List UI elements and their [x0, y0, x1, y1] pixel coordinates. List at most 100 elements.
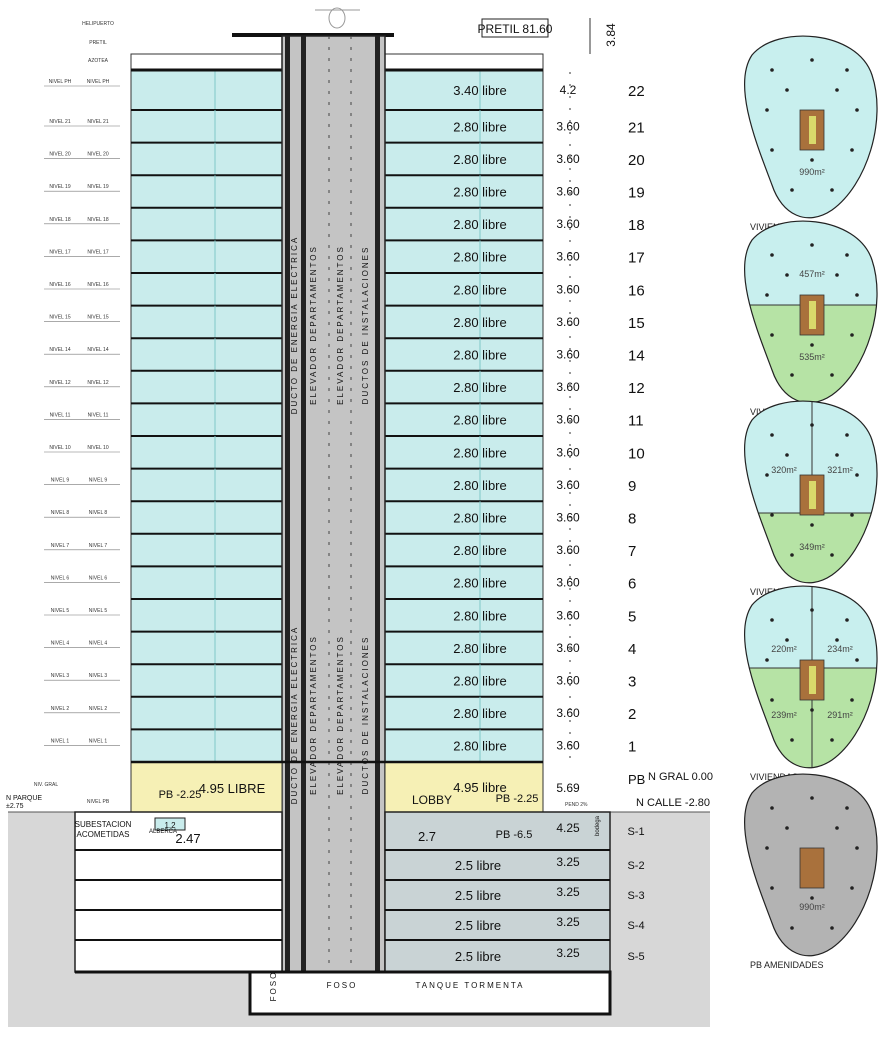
left-level-label-2: NIVEL 17 — [87, 249, 108, 255]
left-level-label-2: NIVEL 3 — [89, 673, 108, 679]
plan-column-dot — [835, 826, 839, 830]
ground-left-label: 4.95 LIBRE — [199, 781, 266, 796]
level-clear-height: 2.80 libre — [453, 674, 506, 689]
plan-column-dot — [785, 453, 789, 457]
plan-column-dot — [810, 158, 814, 162]
level-number: 21 — [628, 119, 645, 136]
plan-column-dot — [790, 926, 794, 930]
level-clear-height: 2.80 libre — [453, 152, 506, 167]
plan-column-dot — [830, 373, 834, 377]
level-clear-height: 2.80 libre — [453, 250, 506, 265]
level-clear-height: 2.80 libre — [453, 478, 506, 493]
ncalle-label: N CALLE -2.80 — [636, 797, 710, 809]
left-level-label-2: NIVEL 10 — [87, 445, 108, 451]
plan-area-label: 321m² — [827, 465, 853, 475]
level-floor-height: 3.60 — [556, 152, 580, 166]
ground-pb-right: PB -2.25 — [496, 793, 539, 805]
pend-label: PEND 2% — [565, 802, 588, 808]
plan-column-dot — [770, 333, 774, 337]
plan-column-dot — [770, 618, 774, 622]
basement-clear-height: 2.5 libre — [455, 858, 501, 873]
plan-caption: VIVIENDAS — [750, 772, 798, 782]
plan-column-dot — [850, 886, 854, 890]
left-level-label-2: NIVEL 19 — [87, 184, 108, 190]
pretil-box — [481, 18, 549, 38]
plan-column-dot — [835, 88, 839, 92]
level-floor-height: 3.60 — [556, 413, 580, 427]
top-label-heliport: HELIPUERTO — [82, 21, 114, 27]
level-number: 5 — [628, 608, 636, 625]
left-level-label-2: NIVEL 12 — [87, 380, 108, 386]
ground-left — [8, 812, 75, 982]
plan-core-stair — [809, 481, 816, 509]
plan-column-dot — [765, 473, 769, 477]
level-number: 7 — [628, 543, 636, 560]
plan-column-dot — [785, 88, 789, 92]
floor-plan-1: 990m²VIVIENDAS — [743, 35, 878, 232]
plan-column-dot — [770, 433, 774, 437]
left-level-label: NIVEL 1 — [51, 738, 70, 744]
left-level-label-2: NIVEL 11 — [88, 412, 109, 418]
plan-column-dot — [855, 293, 859, 297]
left-level-label-2: NIVEL 20 — [87, 152, 108, 158]
ground-height: 5.69 — [556, 781, 580, 795]
plan-column-dot — [785, 826, 789, 830]
level-number: 1 — [628, 739, 636, 756]
basement-slabs — [75, 849, 610, 941]
plan-column-dot — [835, 273, 839, 277]
plan-column-dot — [770, 698, 774, 702]
plan-column-dot — [810, 608, 814, 612]
plan-column-dot — [830, 738, 834, 742]
plan-column-dot — [830, 188, 834, 192]
left-level-label-2: NIVEL 18 — [87, 217, 108, 223]
plan-column-dot — [855, 846, 859, 850]
left-level-label: NIVEL 9 — [51, 478, 70, 484]
basement-height: 4.25 — [556, 821, 580, 835]
top-dimension: 3.84 — [604, 23, 618, 47]
plan-column-dot — [770, 68, 774, 72]
plan-column-dot — [810, 343, 814, 347]
level-floor-height: 3.60 — [556, 706, 580, 720]
level-number: 16 — [628, 282, 645, 299]
left-mark-npb: NIVEL PB — [87, 799, 110, 805]
lobby-right — [384, 761, 544, 813]
lobby-left — [130, 761, 283, 813]
level-floor-height: 3.60 — [556, 348, 580, 362]
top-label-azotea: AZOTEA — [88, 58, 109, 64]
left-level-label: NIVEL 11 — [50, 412, 71, 418]
plan-column-dot — [810, 896, 814, 900]
basement-clear-height: 2.5 libre — [455, 918, 501, 933]
subestacion-label-2: ACOMETIDAS — [77, 830, 130, 839]
plan-column-dot — [810, 58, 814, 62]
level-number: 9 — [628, 478, 636, 495]
left-level-label-2: NIVEL 6 — [89, 575, 108, 581]
left-level-label: NIVEL 12 — [49, 380, 70, 386]
level-number: 6 — [628, 576, 636, 593]
level-clear-height: 2.80 libre — [453, 445, 506, 460]
left-level-label-2: NIVEL 2 — [89, 706, 108, 712]
left-level-label-2: NIVEL 14 — [87, 347, 108, 353]
core-label-lower: ELEVADOR DEPARTAMENTOS — [309, 635, 318, 795]
level-clear-height: 2.80 libre — [453, 641, 506, 656]
level-floor-height: 3.60 — [556, 478, 580, 492]
plan-column-dot — [845, 68, 849, 72]
left-level-label: NIVEL 17 — [49, 249, 70, 255]
plan-column-dot — [765, 658, 769, 662]
left-level-label: NIVEL PH — [49, 79, 72, 85]
plan-area-label: 220m² — [771, 644, 797, 654]
b1-annotations: SUBESTACION ACOMETIDAS ALBERCA 1.2 2.47 … — [75, 815, 601, 846]
level-number: 11 — [628, 413, 644, 430]
level-number: 12 — [628, 380, 645, 397]
plan-column-dot — [835, 453, 839, 457]
plan-column-dot — [770, 806, 774, 810]
plan-column-dot — [790, 373, 794, 377]
plan-column-dot — [785, 638, 789, 642]
left-level-label: NIVEL 5 — [51, 608, 70, 614]
level-number: 4 — [628, 641, 636, 658]
subestacion-label-1: SUBESTACION — [75, 820, 132, 829]
lobby-label: LOBBY — [412, 793, 452, 807]
plan-column-dot — [835, 638, 839, 642]
